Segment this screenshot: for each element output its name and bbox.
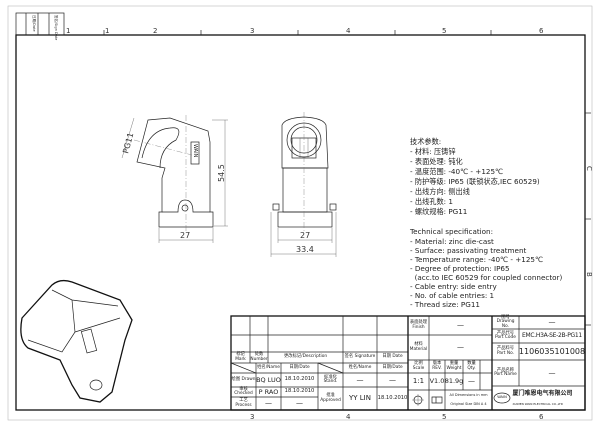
front-width-dimension: 27	[300, 231, 310, 240]
side-view: WAIN PG11 54.5 27	[121, 115, 228, 243]
zone-bottom: 5	[442, 413, 446, 421]
outer-frame	[7, 5, 593, 421]
spec-cn-title: 技术参数:	[410, 137, 441, 146]
spec-en-item: (acc.to IEC 60529 for coupled connector)	[410, 273, 562, 282]
spec-en-item: - No. of cable entries: 1	[410, 291, 494, 300]
spec-cn-item: - 螺纹规格: PG11	[410, 207, 467, 216]
spec-en-item: - Surface: passivating treatment	[410, 246, 527, 255]
front-view: 27 33.4	[270, 112, 337, 257]
zone-top: 1	[66, 27, 70, 35]
corner-date-label: 日期/Date	[32, 15, 37, 32]
zone-top: 3	[250, 27, 254, 35]
spec-cn-item: - 出线方向: 侧出线	[410, 187, 470, 196]
spec-en-title: Technical specification:	[409, 227, 493, 236]
spec-cn-item: - 出线孔数: 1	[410, 197, 453, 206]
spec-en-item: - Cable entry: side entry	[410, 282, 498, 291]
spec-cn-item: - 防护等级: IP65 (联锁状态,IEC 60529)	[410, 177, 540, 186]
spec-cn-item: - 表面处理: 钝化	[410, 157, 463, 166]
spec-chinese: 技术参数: - 材料: 压铸锌 - 表面处理: 钝化 - 温度范围: -40℃ …	[410, 137, 540, 216]
zone-right: C	[585, 166, 593, 171]
zone-top: 2	[153, 27, 157, 35]
corner-box: 日期/Date 签名/Sign Date	[15, 12, 65, 40]
spec-en-item: - Degree of protection: IP65	[410, 264, 510, 273]
projection-symbol-icon	[412, 394, 443, 406]
zone-right: B	[585, 272, 593, 277]
corner-sign-label: 签名/Sign Date	[54, 15, 59, 40]
spec-en-item: - Temperature range: -40℃ - +125℃	[410, 255, 543, 264]
brand-text: WAIN	[192, 144, 198, 158]
zone-bottom: 6	[539, 413, 544, 421]
thread-dimension: PG11	[121, 132, 135, 155]
zone-top: 1	[105, 27, 109, 35]
brand-plate	[190, 141, 200, 165]
isometric-view	[20, 279, 133, 403]
zone-top: 5	[442, 27, 446, 35]
company-logo	[493, 392, 511, 404]
spec-cn-item: - 材料: 压铸锌	[410, 147, 456, 156]
zone-top: 4	[346, 27, 351, 35]
spec-english: Technical specification: - Material: zin…	[409, 227, 562, 309]
title-block-grid	[230, 315, 586, 411]
zone-top: 6	[539, 27, 544, 35]
zone-markers: 1 1 2 3 4 5 6 3 4 5 6 C B	[66, 27, 593, 421]
spec-en-item: - Thread size: PG11	[410, 300, 480, 309]
side-width-dimension: 27	[180, 231, 190, 240]
spec-en-item: - Material: zinc die-cast	[410, 237, 494, 246]
inner-border	[15, 34, 586, 411]
spec-cn-item: - 温度范围: -40℃ - +125℃	[410, 167, 503, 176]
height-dimension: 54.5	[217, 164, 226, 182]
zone-bottom: 3	[250, 413, 254, 421]
zone-bottom: 4	[346, 413, 351, 421]
overall-width-dimension: 33.4	[296, 245, 314, 254]
